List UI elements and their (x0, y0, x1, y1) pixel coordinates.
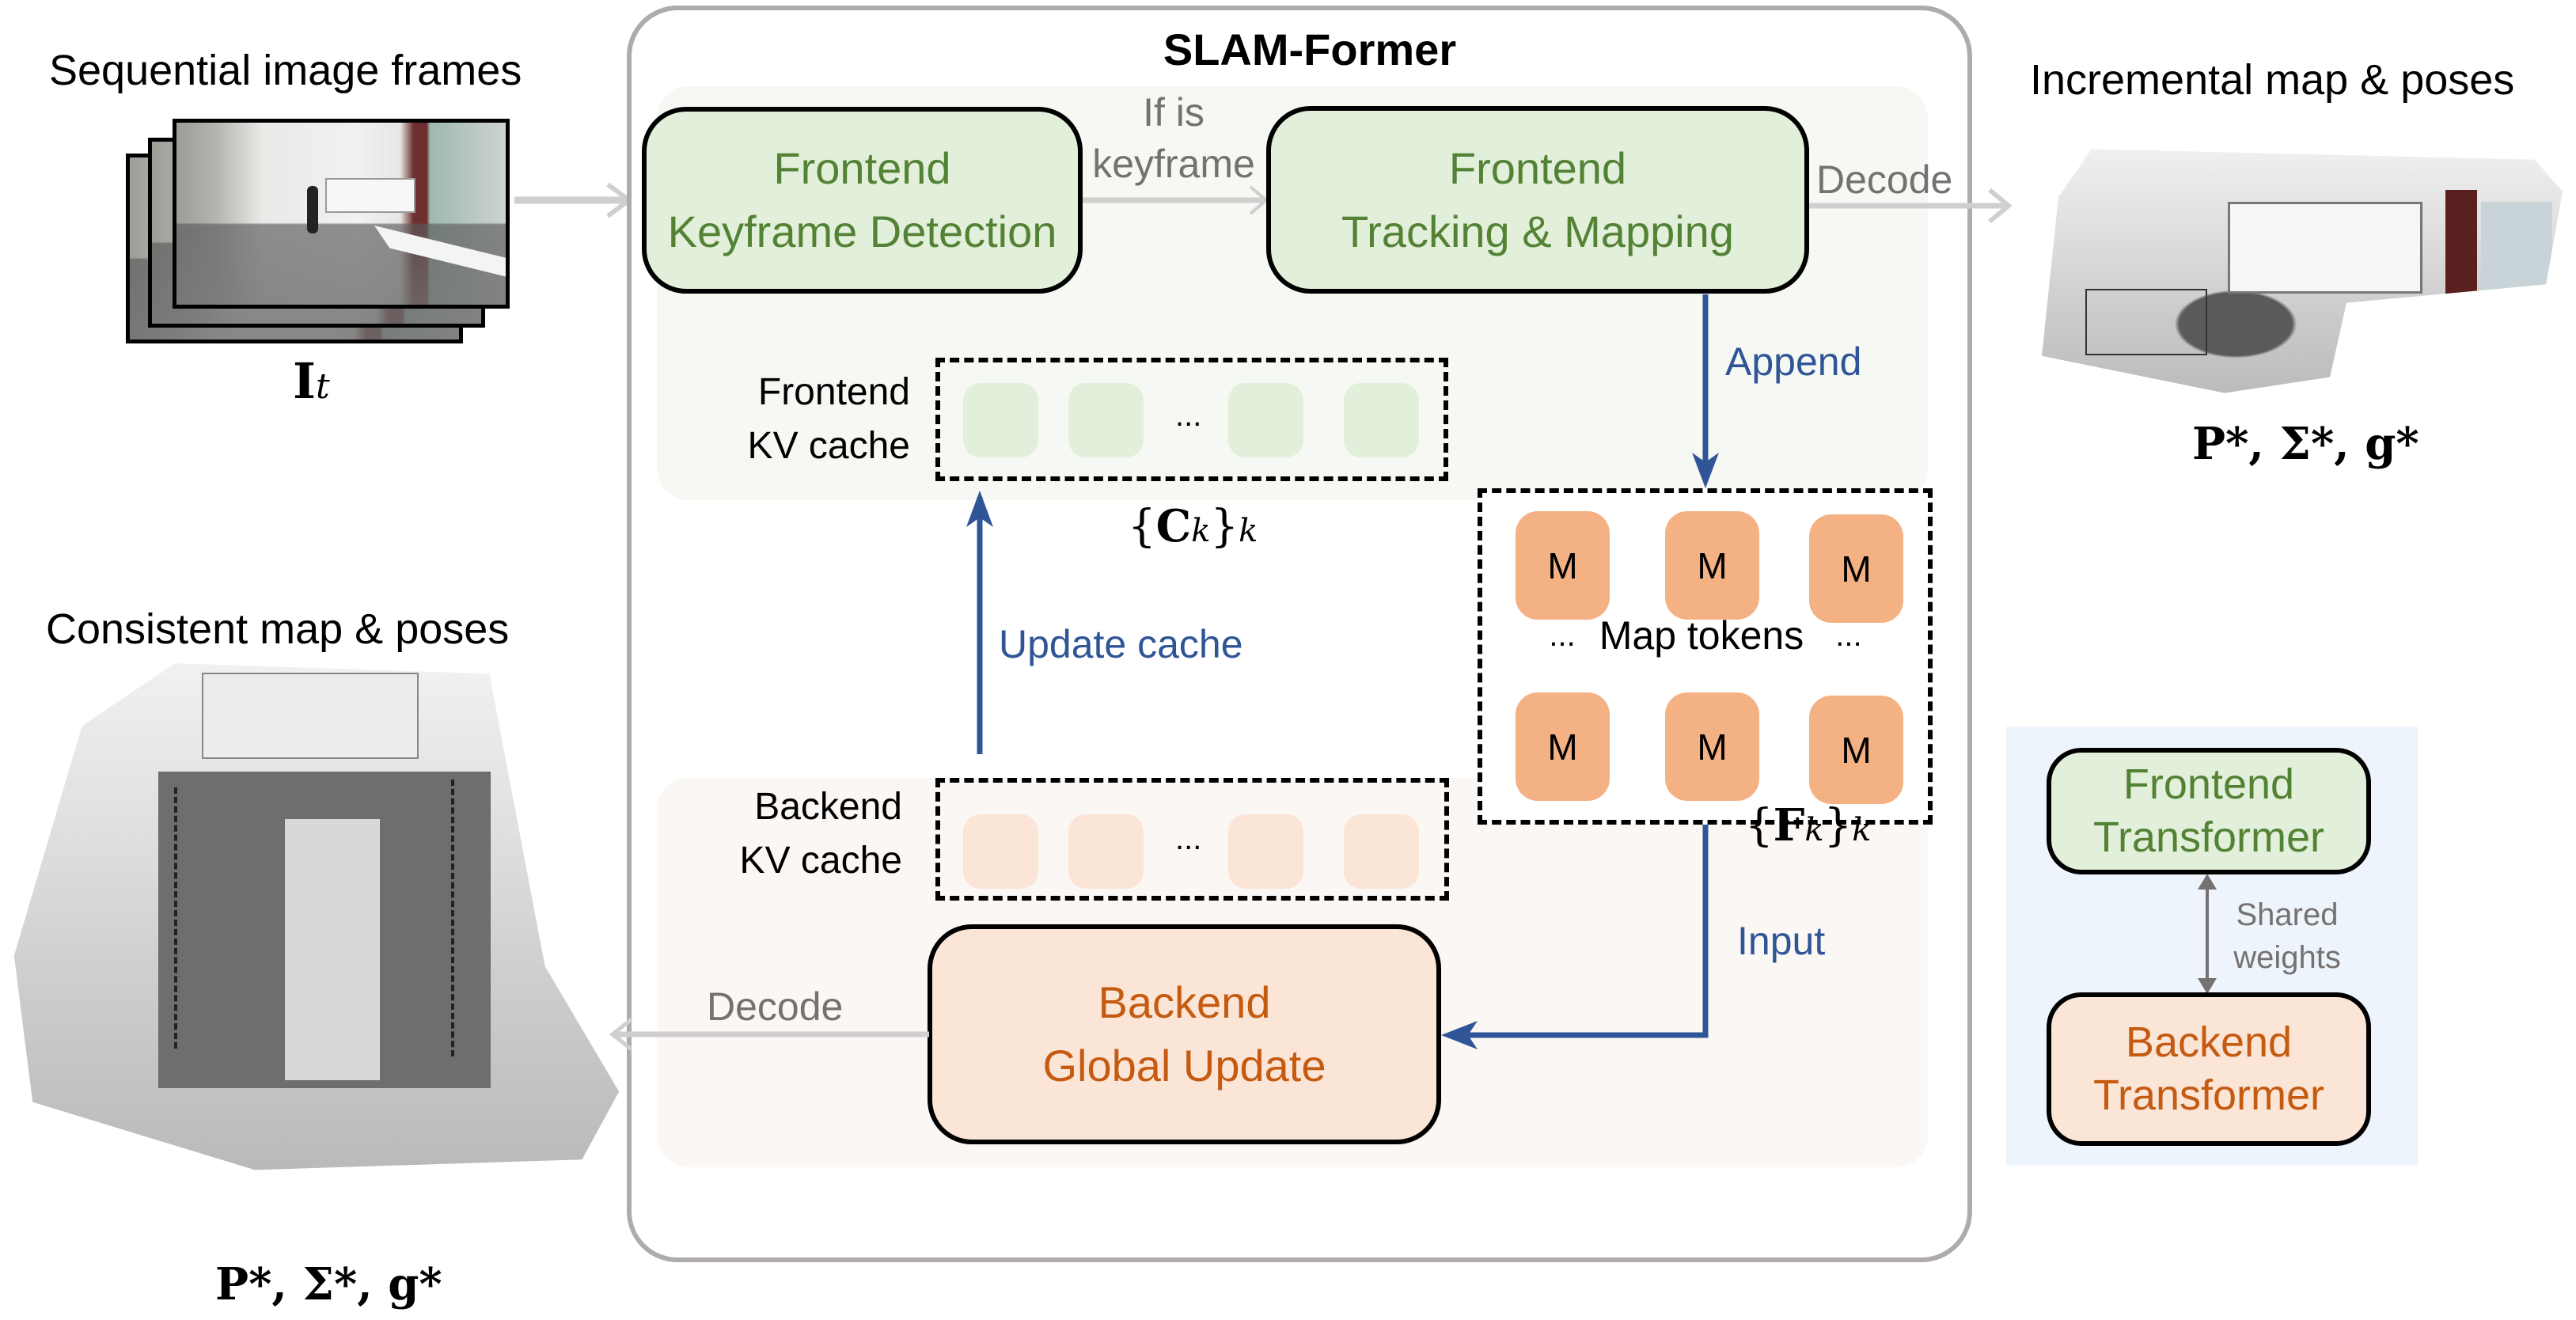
update-cache-arrow (966, 491, 993, 754)
conference-table (374, 226, 506, 293)
decode-bottom-label: Decode (707, 984, 844, 1029)
shared-line2: weights (2233, 940, 2341, 975)
keyframe-arrow (1083, 185, 1269, 215)
incremental-formula: P*, Σ*, g* (2192, 418, 2419, 470)
brace-open: { (1745, 800, 1774, 852)
frontend-kv-ellipsis: ... (1175, 398, 1202, 433)
symbol-subscript-t: t (316, 366, 330, 407)
legend-backend-line2: Transformer (2092, 1072, 2325, 1119)
consistent-heading: Consistent map & poses (46, 605, 510, 653)
map-tokens-label: Map tokens (1599, 613, 1804, 658)
backend-kv-label: Backend KV cache (712, 780, 902, 888)
legend-frontend-line1: Frontend (2123, 760, 2295, 808)
symbol-sub-k: k (1804, 812, 1824, 848)
map-symbol: {Fk}k (1745, 799, 1872, 852)
camera-trajectory-left (174, 787, 209, 1049)
map-ellipsis-left: ... (1549, 617, 1576, 653)
append-label: Append (1725, 339, 1862, 384)
backend-kv-line2: KV cache (739, 840, 902, 882)
map-token: M (1516, 692, 1610, 801)
poster-wall (2481, 202, 2552, 321)
person-figure (307, 186, 318, 233)
symbol-sub-k: k (1191, 513, 1211, 549)
whiteboard (202, 673, 419, 759)
frontend-keyframe-detection-box[interactable]: Frontend Keyframe Detection (642, 107, 1083, 294)
frontend-kv-cache[interactable] (935, 358, 1448, 481)
input-symbol: It (293, 352, 330, 410)
map-token: M (1665, 692, 1759, 801)
door (2445, 190, 2477, 364)
backend-kv-cell-2 (1068, 814, 1144, 889)
backend-kv-cell-4 (1344, 814, 1419, 889)
shared-line1: Shared (2236, 897, 2339, 932)
brace-open: { (1128, 501, 1156, 552)
frontend-tracking-mapping-box[interactable]: Frontend Tracking & Mapping (1266, 106, 1809, 294)
frontend-kv-line1: Frontend (757, 371, 910, 413)
backend-kv-cell-1 (963, 814, 1038, 889)
camera-trajectory-right (419, 779, 454, 1056)
kf-line1: Frontend (773, 143, 951, 194)
input-arrow-to-backend (1441, 825, 1709, 1049)
whiteboard (2228, 202, 2422, 294)
brace-close: } (1210, 501, 1239, 552)
if-keyframe-line2: keyframe (1092, 142, 1255, 186)
symbol-I: I (293, 352, 317, 410)
if-keyframe-line1: If is (1143, 90, 1205, 135)
incremental-heading: Incremental map & poses (2030, 56, 2515, 104)
slam-former-title: SLAM-Former (1163, 24, 1457, 74)
consistent-formula: P*, Σ*, g* (215, 1258, 442, 1311)
map-token: M (1809, 514, 1903, 623)
gu-line1: Backend (1098, 977, 1271, 1028)
if-keyframe-label: If is keyframe (1086, 87, 1261, 190)
input-arrow (514, 182, 633, 218)
input-heading: Sequential image frames (49, 47, 522, 94)
legend-backend-transformer: Backend Transformer (2047, 992, 2371, 1146)
frontend-kv-cell-4 (1344, 383, 1419, 457)
symbol-outer-sub-k: k (1239, 513, 1258, 549)
map-token: M (1809, 696, 1903, 804)
update-cache-label: Update cache (999, 622, 1243, 666)
tm-line2: Tracking & Mapping (1341, 206, 1734, 256)
legend-frontend-transformer: Frontend Transformer (2047, 748, 2371, 874)
append-arrow (1692, 294, 1719, 488)
frontend-kv-line2: KV cache (747, 425, 910, 468)
decode-top-label: Decode (1816, 157, 1953, 202)
camera-poses (2085, 289, 2207, 355)
map-ellipsis-right: ... (1835, 617, 1862, 653)
whiteboard (325, 178, 415, 213)
frontend-kv-label: Frontend KV cache (712, 366, 910, 473)
frontend-kv-cell-2 (1068, 383, 1144, 457)
table (285, 819, 380, 1080)
legend-backend-line1: Backend (2125, 1018, 2293, 1066)
image-frame-front (173, 119, 510, 309)
symbol-C: C (1155, 500, 1192, 552)
incremental-map-image (2042, 149, 2563, 393)
decode-bottom-arrow (609, 1018, 929, 1051)
backend-kv-ellipsis: ... (1175, 821, 1202, 856)
legend-frontend-line2: Transformer (2092, 814, 2325, 861)
frontend-kv-cell-1 (963, 383, 1038, 457)
gu-line2: Global Update (1042, 1041, 1326, 1091)
backend-kv-line1: Backend (754, 786, 902, 828)
backend-kv-cell-3 (1228, 814, 1303, 889)
map-token: M (1665, 511, 1759, 620)
symbol-F: F (1773, 799, 1805, 852)
shared-weights-arrow (2198, 874, 2217, 994)
cache-symbol: {Ck}k (1128, 500, 1258, 552)
brace-close: } (1823, 800, 1853, 852)
backend-global-update-box[interactable]: Backend Global Update (928, 924, 1441, 1144)
tm-line1: Frontend (1448, 142, 1627, 193)
decode-top-arrow (1809, 188, 2013, 224)
input-label: Input (1737, 919, 1826, 963)
consistent-map-image (13, 663, 620, 1170)
symbol-outer-sub-k: k (1852, 812, 1872, 848)
map-token: M (1516, 511, 1610, 620)
map-tokens-label-row: ... Map tokens ... (1488, 608, 1923, 663)
kf-line2: Keyframe Detection (667, 207, 1057, 256)
backend-kv-cache[interactable] (935, 778, 1449, 901)
frontend-kv-cell-3 (1228, 383, 1303, 457)
shared-weights-label: Shared weights (2232, 893, 2343, 980)
